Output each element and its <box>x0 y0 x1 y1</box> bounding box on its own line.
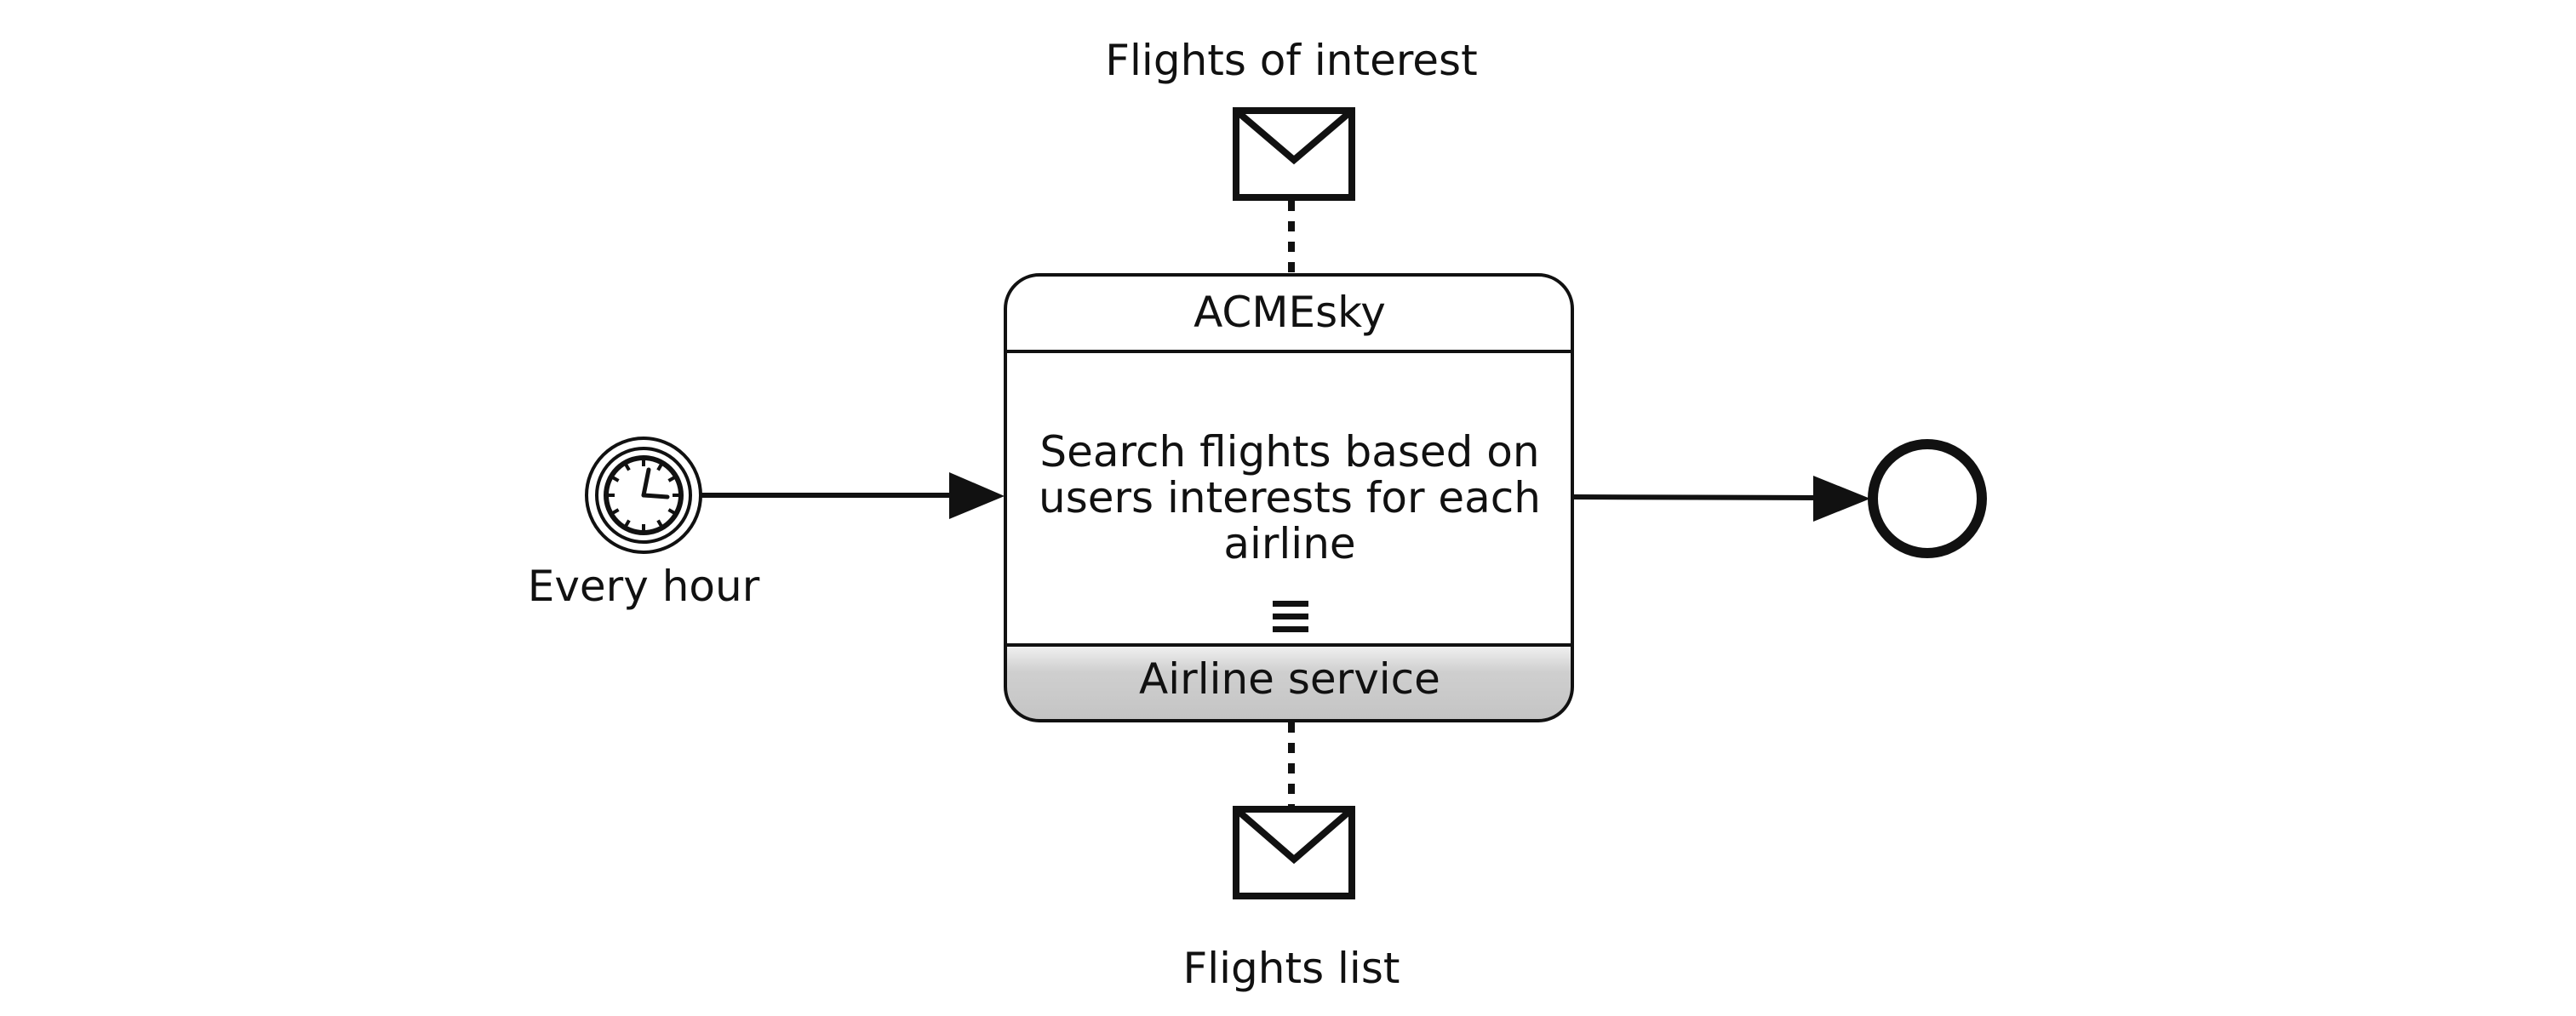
sequential-multi-instance-icon <box>1273 601 1308 632</box>
participant-band-bottom-fill <box>1005 645 1572 721</box>
clock-tick <box>656 461 664 471</box>
clock-tick <box>623 461 631 471</box>
participant-bottom-label: Airline service <box>1139 654 1440 704</box>
task-border <box>1004 273 1574 722</box>
message-flights-of-interest[interactable]: Flights of interest <box>1105 36 1478 201</box>
task-name-line-1: Search flights based on <box>1039 427 1539 477</box>
clock-tick <box>610 508 620 516</box>
clock-tick <box>623 519 631 529</box>
clock-tick <box>610 475 620 482</box>
start-event-label: Every hour <box>528 562 760 611</box>
task-name-line-2: users interests for each <box>1039 473 1541 522</box>
start-event-inner-ring <box>595 447 692 544</box>
participant-top-label: ACMEsky <box>1194 288 1386 337</box>
envelope-icon <box>1233 107 1355 201</box>
clock-tick <box>667 508 678 516</box>
envelope-icon <box>1233 806 1355 899</box>
clock-tick <box>667 475 678 482</box>
sequence-flow-start-to-task <box>701 472 1005 519</box>
sequence-flow-task-to-end <box>1573 476 1870 522</box>
message-top-label: Flights of interest <box>1105 36 1477 85</box>
message-flights-list[interactable]: Flights list <box>1183 806 1400 993</box>
choreography-task[interactable]: ACMEsky Search flights based on users in… <box>1004 273 1574 722</box>
message-bottom-label: Flights list <box>1183 944 1400 993</box>
task-name-line-3: airline <box>1223 519 1355 568</box>
timer-start-event[interactable]: Every hour <box>528 437 760 611</box>
end-event-icon[interactable] <box>1868 439 1987 558</box>
timer-icon <box>604 455 684 535</box>
clock-tick <box>656 519 664 529</box>
